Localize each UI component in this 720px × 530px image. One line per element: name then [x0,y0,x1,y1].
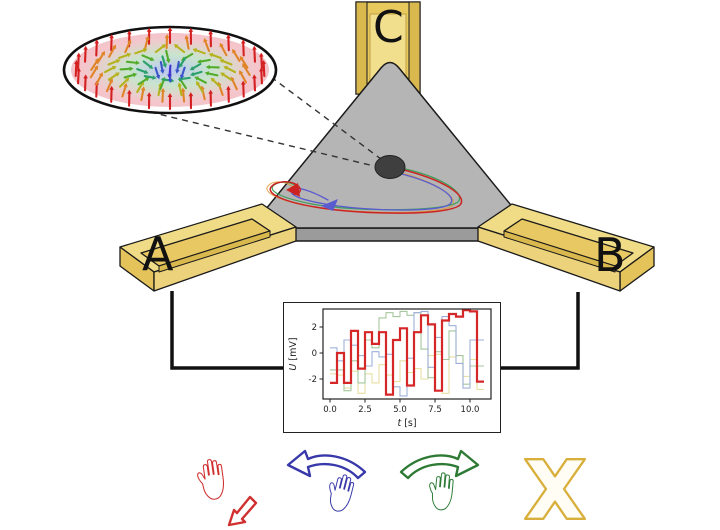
x-tick-label: 5.0 [393,405,407,415]
y-tick-label: -2 [309,375,317,385]
skyrmion-trajectory [266,166,463,214]
measurement-wires [170,291,580,370]
x-tick-label: 2.5 [358,405,372,415]
gesture-rotate-ccw-icon [286,449,367,515]
skyrmion-dot [374,155,406,179]
cw-arrow [399,449,480,480]
gesture-rotate-cw-icon [399,449,480,512]
spin-arrows [74,27,266,111]
x-axis-label: t [s] [397,418,416,429]
electrode-c-label: C [373,2,404,53]
y-axis-label: U [mV] [288,337,299,370]
x-tick-label: 7.5 [428,405,442,415]
electrode-b [477,203,655,292]
x-tick-label: 10.0 [461,405,480,415]
x-tick-label: 0.0 [323,405,337,415]
axes-frame [322,308,492,400]
swipe-arrow [227,495,258,527]
skyrmion-inset [62,25,278,115]
electrode-a-label: A [142,227,174,281]
electrode-a [119,203,297,292]
gesture-move-icon [194,457,258,527]
trajectory-arrow-blue [321,199,338,211]
electrode-b-label: B [594,228,626,282]
magnifier-leader-lines [149,76,382,167]
gesture-none-icon [523,457,587,521]
voltage-plot: 0.0 2.5 5.0 7.5 10.0 -2 0 2 t [s] U [mV] [288,308,492,429]
electrode-c [355,1,421,95]
ccw-arrow [286,449,367,480]
y-tick-label: 2 [312,323,317,333]
triangle-platform [257,61,523,242]
trajectory-arrow-red [286,183,300,197]
wire-b [500,292,580,370]
plot-series-signal-red [330,309,484,396]
voltage-plot-panel: 0.0 2.5 5.0 7.5 10.0 -2 0 2 t [s] U [mV] [283,302,501,433]
y-tick-label: 0 [312,349,317,359]
x-glyph [523,457,587,521]
wire-a [170,291,284,370]
